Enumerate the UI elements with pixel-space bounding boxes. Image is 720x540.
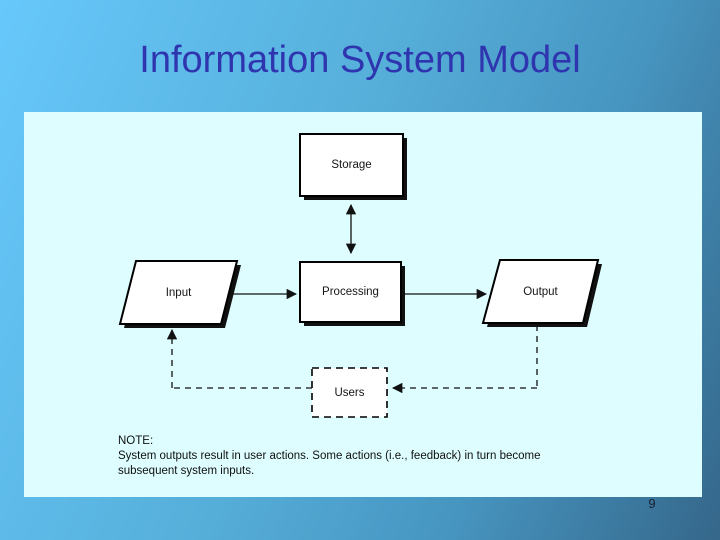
diagram-panel: Storage Input Processing Output Users NO… (24, 112, 702, 497)
output-node (481, 259, 602, 327)
edge-users-input (166, 328, 312, 389)
note-heading: NOTE: (118, 435, 154, 447)
note-line-2: subsequent system inputs. (118, 465, 255, 477)
storage-node (299, 133, 407, 200)
processing-node (299, 261, 405, 326)
page-number: 9 (648, 496, 656, 511)
input-node (118, 260, 241, 328)
note-line-1: System outputs result in user actions. S… (118, 450, 541, 462)
information-system-diagram (118, 133, 602, 418)
note-block: NOTE: System outputs result in user acti… (118, 434, 618, 479)
edge-output-users (391, 325, 538, 394)
page-title: Information System Model (139, 39, 581, 81)
users-node (311, 367, 388, 418)
